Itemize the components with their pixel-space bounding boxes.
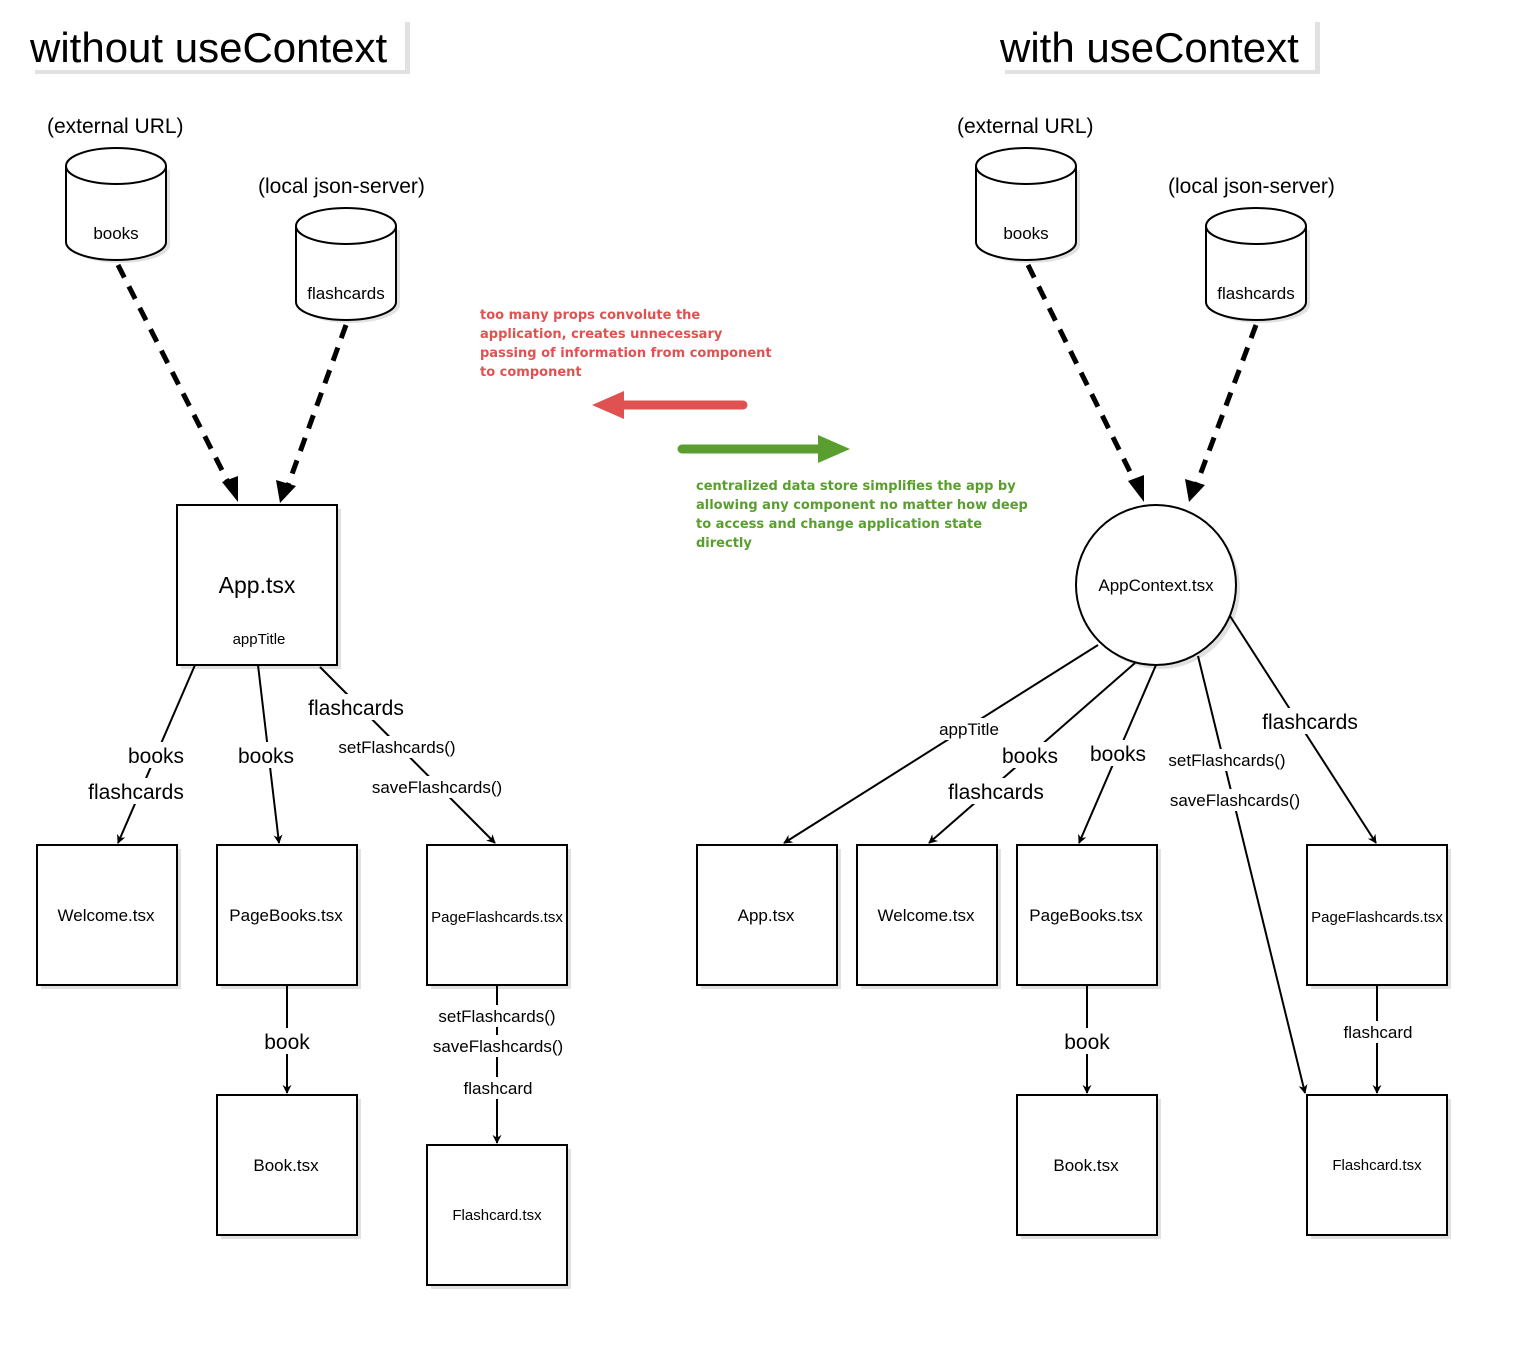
left-local-server-label: (local json-server) <box>258 175 425 198</box>
right-welcome-flashcards-label: flashcards <box>948 781 1044 804</box>
left-pf-save-label: saveFlashcards() <box>372 778 502 797</box>
left-book-label-node: Book.tsx <box>253 1156 319 1175</box>
left-pagebooks-books-label: books <box>238 745 294 768</box>
problem-note-line-3: passing of information from component <box>480 346 772 361</box>
problem-note-line-4: to component <box>480 365 582 380</box>
right-pageflashcards-label: PageFlashcards.tsx <box>1311 909 1443 926</box>
right-app-title-label: appTitle <box>939 720 999 739</box>
right-app-label: App.tsx <box>738 906 795 925</box>
right-appcontext-node: AppContext.tsx <box>1075 504 1240 669</box>
problem-note: too many props convolute the application… <box>480 308 772 380</box>
left-app-label: App.tsx <box>219 572 296 598</box>
right-book-node: Book.tsx <box>1016 1094 1161 1239</box>
problem-arrow-icon <box>592 391 748 419</box>
right-flashcards-database-icon: flashcards <box>1205 207 1310 323</box>
right-welcome-node: Welcome.tsx <box>856 844 1001 989</box>
left-pagebooks-node: PageBooks.tsx <box>216 844 361 989</box>
left-title: without useContext <box>29 24 388 71</box>
right-book-label-node: Book.tsx <box>1053 1156 1119 1175</box>
right-pageflashcards-node: PageFlashcards.tsx <box>1306 844 1451 989</box>
right-book-label: book <box>1064 1031 1110 1054</box>
right-books-database-icon: books <box>975 147 1080 263</box>
solution-arrow-icon <box>677 435 850 463</box>
left-book-node: Book.tsx <box>216 1094 361 1239</box>
left-fc-save-label: saveFlashcards() <box>433 1037 563 1056</box>
left-local-server-source: (local json-server) <box>256 172 438 200</box>
right-pagebooks-label: PageBooks.tsx <box>1029 906 1143 925</box>
right-fc-set-label: setFlashcards() <box>1168 751 1285 770</box>
left-books-db-label: books <box>93 224 138 243</box>
problem-note-line-2: application, creates unnecessary <box>480 327 723 342</box>
left-flashcard-node: Flashcard.tsx <box>426 1144 571 1289</box>
right-welcome-books-label: books <box>1002 745 1058 768</box>
right-title: with useContext <box>999 24 1299 71</box>
right-books-to-context-edge <box>1025 263 1141 490</box>
left-book-label: book <box>264 1031 310 1054</box>
right-flashcards-db-label: flashcards <box>1217 284 1294 303</box>
left-app-node: App.tsx appTitle <box>176 504 341 669</box>
solution-note-line-4: directly <box>696 536 752 551</box>
left-pagebooks-label: PageBooks.tsx <box>229 906 343 925</box>
left-flashcards-to-app-edge <box>284 324 349 489</box>
right-context-to-flashcard-edge <box>1197 655 1308 1094</box>
right-pagebooks-node: PageBooks.tsx <box>1016 844 1161 989</box>
right-fc-flashcard-label: flashcard <box>1344 1023 1413 1042</box>
right-context-to-app-edge <box>783 644 1099 844</box>
left-flashcard-label: Flashcard.tsx <box>452 1207 542 1224</box>
right-fc-save-label: saveFlashcards() <box>1170 791 1300 810</box>
right-flashcards-to-context-edge <box>1193 324 1259 487</box>
right-pagebooks-books-label: books <box>1090 743 1146 766</box>
left-flashcards-db-label: flashcards <box>307 284 384 303</box>
left-welcome-books-label: books <box>128 745 184 768</box>
right-external-url-source: (external URL) <box>955 112 1097 140</box>
left-welcome-label: Welcome.tsx <box>58 906 155 925</box>
left-welcome-node: Welcome.tsx <box>36 844 181 989</box>
right-local-server-label: (local json-server) <box>1168 175 1335 198</box>
left-flashcards-database-icon: flashcards <box>295 207 400 323</box>
right-local-server-source: (local json-server) <box>1166 172 1348 200</box>
right-flashcard-label: Flashcard.tsx <box>1332 1157 1422 1174</box>
right-welcome-label: Welcome.tsx <box>878 906 975 925</box>
left-books-to-app-edge <box>115 263 235 492</box>
solution-note-line-3: to access and change application state <box>696 517 982 532</box>
left-pf-set-label: setFlashcards() <box>338 738 455 757</box>
right-app-node: App.tsx <box>696 844 841 989</box>
right-flashcard-node: Flashcard.tsx <box>1306 1094 1451 1239</box>
left-welcome-flashcards-label: flashcards <box>88 781 184 804</box>
left-pageflashcards-node: PageFlashcards.tsx <box>426 844 571 989</box>
solution-note-line-1: centralized data store simplifies the ap… <box>696 479 1016 494</box>
solution-note-line-2: allowing any component no matter how dee… <box>696 498 1028 513</box>
problem-note-line-1: too many props convolute the <box>480 308 700 323</box>
left-fc-set-label: setFlashcards() <box>438 1007 555 1026</box>
right-appcontext-label: AppContext.tsx <box>1098 576 1214 595</box>
right-books-db-label: books <box>1003 224 1048 243</box>
solution-note: centralized data store simplifies the ap… <box>696 479 1028 551</box>
left-fc-flashcard-label: flashcard <box>464 1079 533 1098</box>
left-external-url-label: (external URL) <box>47 115 184 138</box>
right-pf-flashcards-label: flashcards <box>1262 711 1358 734</box>
right-external-url-label: (external URL) <box>957 115 1094 138</box>
left-app-subtitle: appTitle <box>233 631 286 648</box>
left-books-database-icon: books <box>65 147 170 263</box>
left-pf-flashcards-label: flashcards <box>308 697 404 720</box>
left-pageflashcards-label: PageFlashcards.tsx <box>431 909 563 926</box>
left-external-url-source: (external URL) <box>45 112 187 140</box>
